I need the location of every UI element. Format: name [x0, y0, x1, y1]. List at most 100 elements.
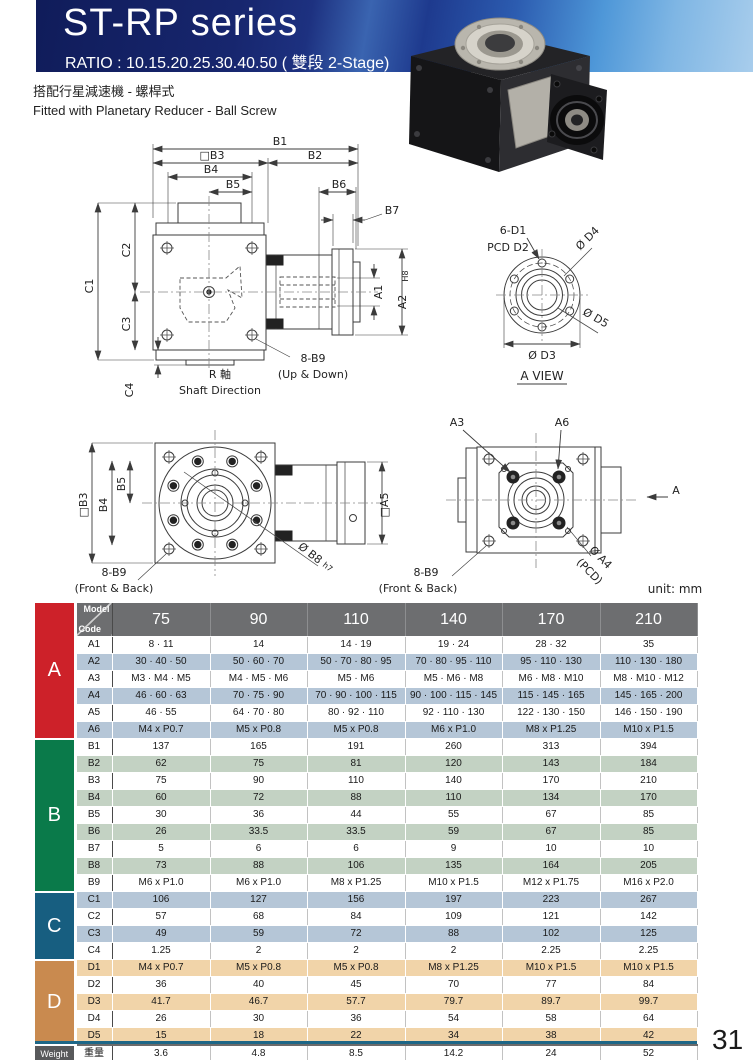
table-cell: 9: [405, 840, 503, 858]
table-cell: 84: [600, 976, 698, 994]
dim-b5: B5: [226, 178, 241, 191]
table-cell: 2: [307, 942, 406, 960]
section-band: B: [35, 738, 77, 893]
column-header: 90: [210, 603, 308, 637]
table-cell: 59: [210, 925, 308, 943]
shaft-direction-en: Shaft Direction: [179, 384, 261, 397]
row-code: B8: [75, 857, 113, 875]
table-cell: M10 x P1.5: [600, 959, 698, 977]
table-cell: 15: [112, 1027, 211, 1046]
front-bolt-callout: 8-B9: [101, 566, 126, 579]
table-cell: 110: [405, 789, 503, 807]
bottom-rule: [35, 1041, 697, 1044]
table-cell: M8 x P1.25: [405, 959, 503, 977]
table-cell: 109: [405, 908, 503, 926]
table-cell: 313: [502, 738, 601, 756]
section-band: C: [35, 891, 77, 961]
dim-c1: C1: [83, 279, 96, 294]
shaft-direction-zh: R 軸: [209, 367, 231, 381]
table-cell: 49: [112, 925, 211, 943]
unit-note: unit: mm: [648, 582, 703, 596]
side-view-drawing: B1 □B3 B2 B4 B5 B6 B7 C1 C2 C3: [83, 135, 410, 397]
table-cell: 260: [405, 738, 503, 756]
table-cell: 110: [307, 772, 406, 790]
dim-b2: B2: [308, 149, 323, 162]
table-cell: 50 · 60 · 70: [210, 653, 308, 671]
dim-b1: B1: [273, 135, 288, 148]
column-header: 210: [600, 603, 698, 637]
dim-a3: A3: [450, 416, 465, 429]
technical-drawings: B1 □B3 B2 B4 B5 B6 B7 C1 C2 C3: [75, 135, 703, 596]
section-band: D: [35, 959, 77, 1046]
subtitle-chinese: 搭配行星減速機 - 螺桿式: [33, 84, 175, 99]
row-code: A6: [75, 721, 113, 739]
weight-band: Weight: [35, 1044, 77, 1060]
table-cell: 46 · 55: [112, 704, 211, 722]
dim-c3: C3: [120, 317, 133, 332]
dim-c2: C2: [120, 243, 133, 258]
table-cell: 34: [405, 1027, 503, 1046]
table-cell: 223: [502, 891, 601, 909]
table-cell: 30 · 40 · 50: [112, 653, 211, 671]
table-cell: 106: [112, 891, 211, 909]
row-code: C3: [75, 925, 113, 943]
table-cell: 2.25: [600, 942, 698, 960]
a-view-bolt-callout: 6-D1: [500, 224, 526, 237]
table-cell: M10 x P1.5: [600, 721, 698, 739]
table-cell: 165: [210, 738, 308, 756]
table-cell: M4 x P0.7: [112, 959, 211, 977]
ratio-subtitle: RATIO : 10.15.20.25.30.40.50 ( 雙段 2-Stag…: [65, 55, 390, 72]
table-cell: 30: [210, 1010, 308, 1028]
table-cell: 115 · 145 · 165: [502, 687, 601, 705]
table-cell: 156: [307, 891, 406, 909]
table-cell: 125: [600, 925, 698, 943]
dim-a2: A2: [396, 295, 409, 310]
a-view-caption: A VIEW: [520, 369, 563, 383]
table-cell: M5 x P0.8: [210, 721, 308, 739]
dim-a2-tolerance: H8: [401, 270, 410, 281]
table-cell: 14.2: [405, 1044, 503, 1060]
table-cell: 67: [502, 806, 601, 824]
row-code: B5: [75, 806, 113, 824]
table-cell: 57: [112, 908, 211, 926]
table-cell: 70 · 75 · 90: [210, 687, 308, 705]
row-code: 重量: [75, 1044, 113, 1060]
dim-b3: □B3: [200, 149, 225, 162]
table-cell: 70 · 90 · 100 · 115: [307, 687, 406, 705]
row-code: B6: [75, 823, 113, 841]
table-cell: M6 · M8 · M10: [502, 670, 601, 688]
table-cell: 89.7: [502, 993, 601, 1011]
row-code: B1: [75, 738, 113, 756]
table-cell: 80 · 92 · 110: [307, 704, 406, 722]
dim-c4: C4: [123, 383, 136, 398]
table-cell: M8 x P1.25: [502, 721, 601, 739]
table-cell: 110 · 130 · 180: [600, 653, 698, 671]
table-cell: 19 · 24: [405, 636, 503, 654]
table-cell: 88: [210, 857, 308, 875]
table-cell: 95 · 110 · 130: [502, 653, 601, 671]
table-cell: 205: [600, 857, 698, 875]
table-cell: 79.7: [405, 993, 503, 1011]
table-cell: 102: [502, 925, 601, 943]
a-view-pcd-label: PCD D2: [487, 241, 529, 254]
table-cell: 127: [210, 891, 308, 909]
table-cell: 106: [307, 857, 406, 875]
table-cell: 60: [112, 789, 211, 807]
page-number: 31: [712, 1024, 744, 1055]
column-header: 110: [307, 603, 406, 637]
table-cell: 88: [307, 789, 406, 807]
table-cell: 134: [502, 789, 601, 807]
row-code: D4: [75, 1010, 113, 1028]
table-cell: 64 · 70 · 80: [210, 704, 308, 722]
table-cell: 2.25: [502, 942, 601, 960]
output-bolt-callout: 8-B9: [413, 566, 438, 579]
